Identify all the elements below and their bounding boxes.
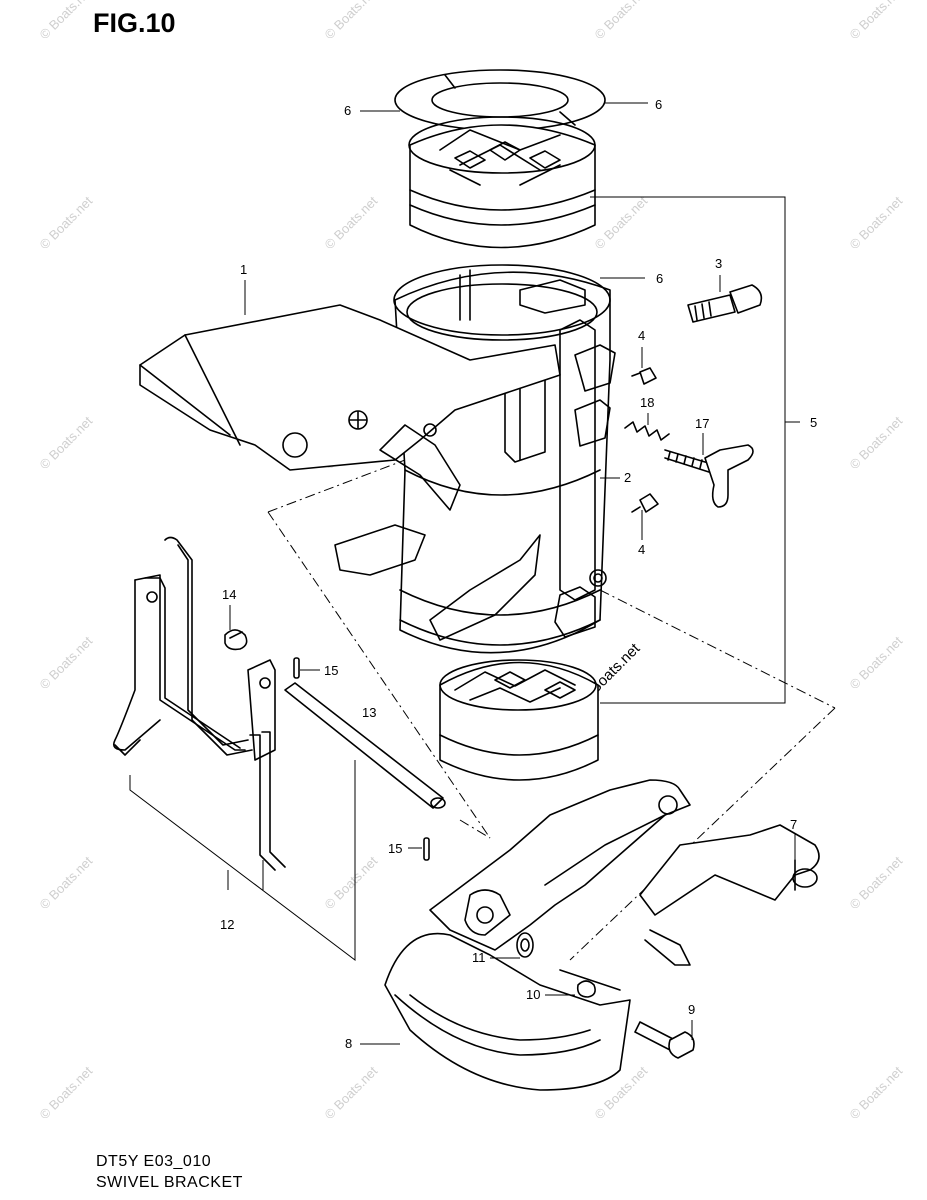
part-6-upper-washer [394, 69, 606, 131]
leader-lines [229, 102, 796, 1045]
watermark: © Boats.net [847, 413, 906, 472]
watermark: © Boats.net [847, 633, 906, 692]
part-7-reverse-lock [639, 824, 820, 966]
callout-11: 11 [472, 950, 486, 965]
watermark: © Boats.net [37, 413, 96, 472]
watermark: © Boats.net [37, 1063, 96, 1122]
watermark: © Boats.net [322, 1063, 381, 1122]
callouts: 6 6 6 1 3 4 18 17 5 2 4 14 15 13 15 7 12… [220, 97, 817, 1051]
callout-17: 17 [695, 416, 709, 431]
watermark: © Boats.net [37, 193, 96, 252]
callout-5: 5 [810, 415, 817, 430]
part-12-leader-box [129, 760, 356, 962]
part-11-washer [516, 932, 534, 958]
part-14-clip [224, 629, 248, 651]
watermark: © Boats.net [847, 1063, 906, 1122]
part-18-spring [624, 421, 670, 441]
watermark: © Boats.net [322, 853, 381, 912]
watermark: © Boats.net [847, 0, 906, 42]
watermark: © Boats.net [37, 853, 96, 912]
callout-4: 4 [638, 542, 645, 557]
callout-14: 14 [222, 587, 236, 602]
part-6-upper-bushing [408, 116, 596, 249]
callout-6: 6 [344, 103, 351, 118]
part-4-grease-nipple-lower [631, 493, 659, 513]
watermark: © Boats.net [592, 0, 651, 42]
part-8-lower-bracket [384, 779, 691, 1091]
watermark: © Boats.net [322, 193, 381, 252]
callout-6: 6 [655, 97, 662, 112]
part-9-bolt [634, 1021, 695, 1059]
callout-7: 7 [790, 817, 797, 832]
callout-3: 3 [715, 256, 722, 271]
watermark: © Boats.net [37, 0, 96, 42]
watermark: © Boats.net [847, 853, 906, 912]
watermark: © Boats.net [592, 193, 651, 252]
diagram-code: DT5Y E03_010 [96, 1153, 212, 1170]
callout-15: 15 [324, 663, 338, 678]
part-1-clamp-arm [139, 304, 561, 511]
watermark: © Boats.net [37, 633, 96, 692]
callout-6: 6 [656, 271, 663, 286]
part-4-grease-nipple-upper [631, 367, 657, 385]
callout-4: 4 [638, 328, 645, 343]
part-15-pin-upper [293, 657, 300, 679]
part-3-bolt [687, 284, 763, 323]
watermark: © Boats.net [847, 193, 906, 252]
assembly-boundaries [267, 459, 836, 961]
diagram-name: SWIVEL BRACKET [96, 1174, 243, 1191]
callout-9: 9 [688, 1002, 695, 1017]
callout-10: 10 [526, 987, 540, 1002]
part-5-assembly-bracket [590, 196, 800, 704]
part-6-lower-bushing [439, 659, 599, 781]
callout-12: 12 [220, 917, 234, 932]
callout-13: 13 [362, 705, 376, 720]
part-10-clip [576, 980, 596, 998]
callout-18: 18 [640, 395, 654, 410]
callout-15: 15 [388, 841, 402, 856]
watermark: © Boats.net [322, 0, 381, 42]
part-12-tilt-handle [112, 536, 286, 871]
callout-2: 2 [624, 470, 631, 485]
callout-8: 8 [345, 1036, 352, 1051]
part-17-wing-bolt [664, 444, 754, 508]
part-15-pin-lower [423, 837, 430, 861]
part-13-shaft [284, 682, 446, 809]
figure-title: FIG.10 [93, 8, 176, 38]
callout-1: 1 [240, 262, 247, 277]
